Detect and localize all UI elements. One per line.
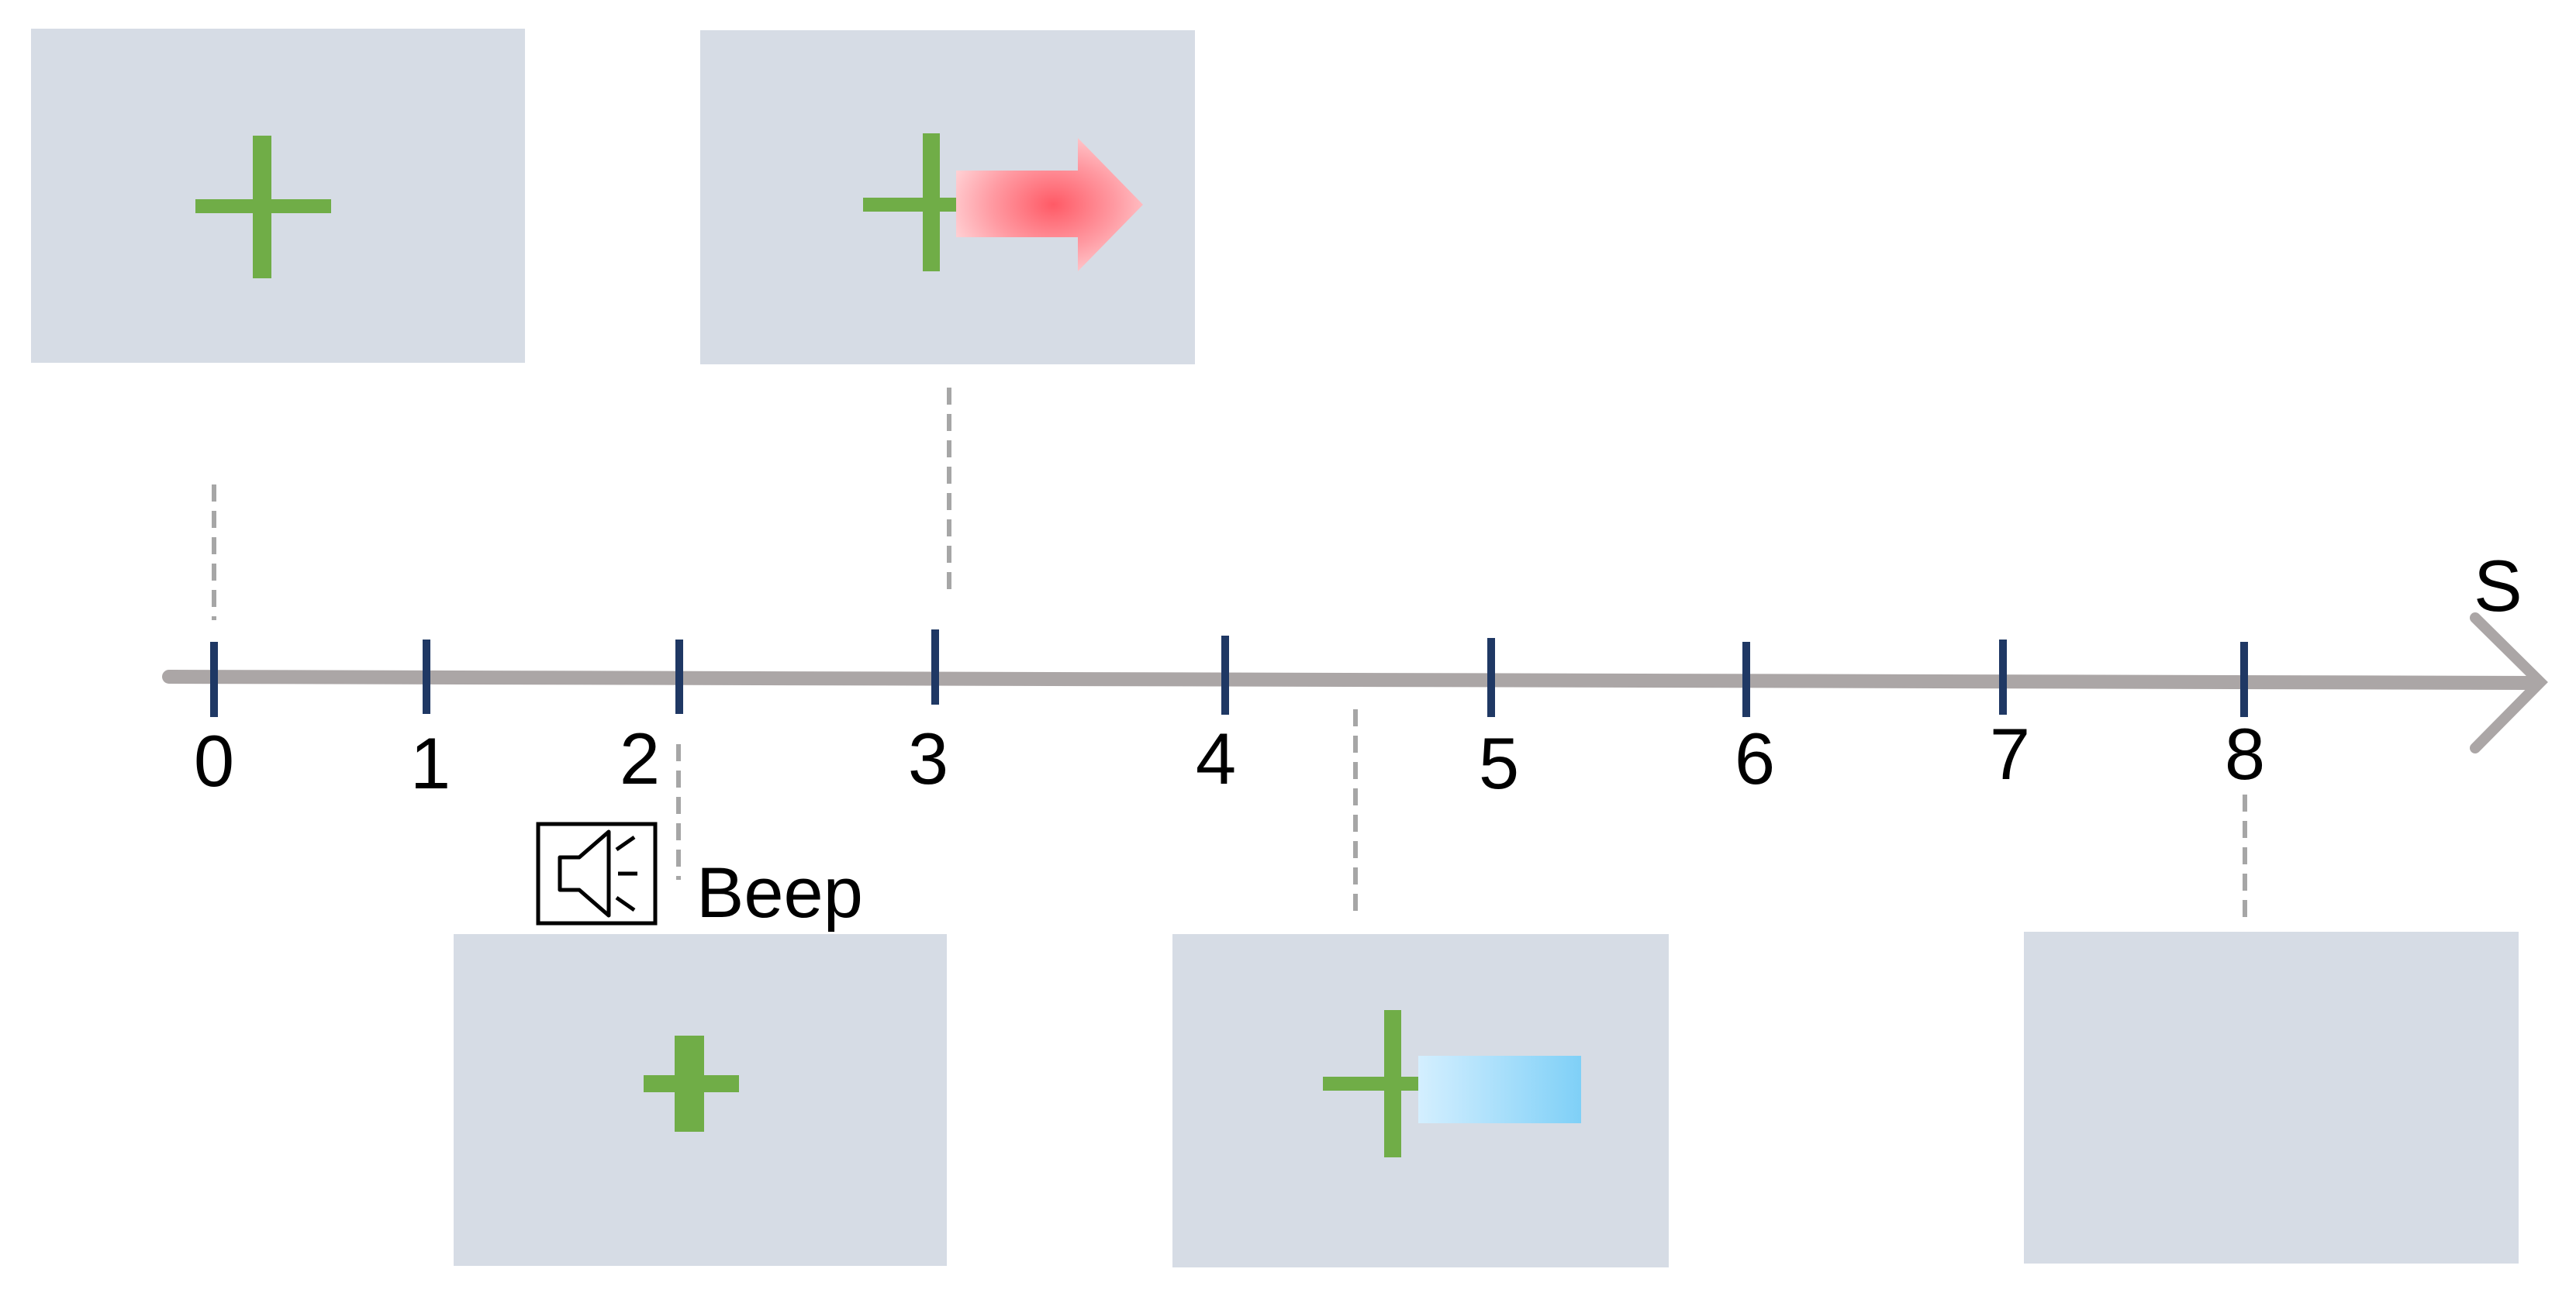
speaker-icon-frame (536, 822, 658, 926)
axis-unit-label: S (2474, 545, 2522, 626)
guide-lines (212, 388, 2247, 919)
axis-tick-label: 7 (1990, 713, 2030, 795)
screen-target (1172, 934, 1669, 1267)
beep-event: Beep (536, 822, 863, 933)
speaker-icon (558, 829, 637, 918)
axis-tick-label: 4 (1196, 718, 1236, 799)
axis-line (162, 670, 2541, 690)
axis-tick-label: 1 (410, 722, 451, 804)
axis-tick-label: 0 (194, 720, 234, 802)
axis-ticks: 0 1 2 3 4 5 6 7 8 (194, 629, 2265, 804)
right-arrow-icon (956, 138, 1143, 271)
beep-label: Beep (696, 853, 863, 933)
fixation-cross-icon (195, 136, 331, 278)
screen-panel (31, 29, 525, 363)
screen-fixation (31, 29, 525, 363)
screen-beep-fixation (454, 934, 947, 1266)
axis-arrowhead-icon (2470, 612, 2548, 753)
axis-tick-label: 2 (620, 718, 660, 799)
screen-panel (2024, 932, 2519, 1264)
axis-tick-label: 8 (2225, 713, 2265, 795)
screen-cue (700, 30, 1195, 364)
axis-tick-label: 5 (1479, 722, 1519, 804)
time-axis: S (162, 545, 2548, 753)
axis-tick-label: 3 (908, 718, 948, 799)
fixation-cross-icon (644, 1036, 739, 1132)
fixation-cross-icon (1323, 1010, 1419, 1157)
axis-tick-label: 6 (1735, 718, 1775, 799)
screen-blank (2024, 932, 2519, 1264)
target-bar (1418, 1056, 1581, 1123)
fixation-cross-icon (863, 133, 956, 271)
